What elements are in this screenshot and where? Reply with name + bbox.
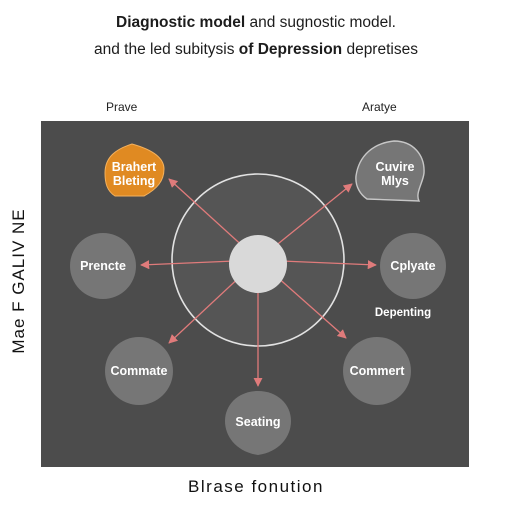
node-right-shape bbox=[380, 233, 446, 299]
node-top-right-line1: Cuvire bbox=[376, 160, 415, 174]
central-hub bbox=[229, 235, 287, 293]
vertical-axis-label: Mae F GALIV NE bbox=[9, 208, 28, 354]
diagram-title-line-1: Diagnostic model and sugnostic model. bbox=[0, 14, 512, 32]
node-top-left-shape bbox=[104, 143, 165, 197]
node-bottom-left-shape bbox=[105, 337, 173, 405]
title-line2-start: and the led subitysis bbox=[94, 41, 239, 58]
node-bottom-right-label: Commert bbox=[350, 364, 406, 378]
node-top-left-line1: Brahert bbox=[112, 160, 157, 174]
node-right-caption: Depenting bbox=[375, 307, 431, 319]
node-bottom-right-shape bbox=[343, 337, 411, 405]
bottom-caption: Blrase fonution bbox=[188, 477, 324, 496]
node-right-label: Cplyate bbox=[390, 259, 435, 273]
title-line2-bold: of Depression bbox=[238, 41, 343, 58]
node-left-shape bbox=[70, 233, 136, 299]
node-top-right-line2: Mlys bbox=[381, 174, 409, 188]
node-left-label: Prencte bbox=[80, 259, 126, 273]
corner-label-left: Prave bbox=[106, 100, 138, 114]
node-bottom-label: Seating bbox=[235, 415, 280, 429]
diagram-title-line-2: and the led subitysis of Depression depr… bbox=[0, 41, 512, 59]
node-top-right-shape bbox=[355, 140, 425, 202]
node-top-left-line2: Bleting bbox=[113, 174, 155, 188]
node-bottom-shape bbox=[225, 391, 291, 455]
node-bottom-left-label: Commate bbox=[111, 364, 168, 378]
title-rest: and sugnostic model. bbox=[245, 14, 396, 31]
diagram-canvas: Brahert Bleting Cuvire Mlys Prencte Cply… bbox=[70, 140, 446, 455]
title-line2-end: depretises bbox=[342, 41, 418, 58]
corner-label-right: Aratye bbox=[362, 100, 397, 114]
title-bold-part: Diagnostic model bbox=[116, 14, 246, 31]
